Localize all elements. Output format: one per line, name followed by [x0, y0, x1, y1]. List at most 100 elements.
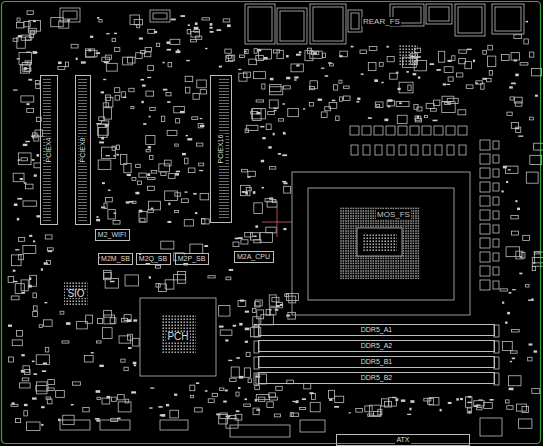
smd-part	[313, 52, 317, 54]
io-connector	[495, 7, 521, 31]
smd-part	[135, 192, 139, 195]
smd-part	[139, 210, 143, 213]
ic-outline	[133, 338, 140, 346]
smd-part	[149, 407, 152, 408]
ic-outline	[86, 50, 97, 57]
smd-part	[186, 60, 189, 61]
smd-part	[62, 341, 69, 343]
smd-part	[515, 200, 517, 202]
smd-part	[39, 325, 42, 328]
smd-part	[34, 174, 37, 176]
smd-part	[424, 116, 427, 118]
ic-outline	[174, 275, 186, 280]
smd-part	[511, 215, 518, 218]
smd-part	[8, 325, 12, 327]
smd-part	[147, 77, 151, 78]
smd-part	[174, 394, 177, 396]
smd-part	[356, 409, 363, 413]
silkscreen-label: MOS_FS	[376, 210, 411, 219]
smd-part	[408, 85, 411, 90]
smd-part	[466, 85, 473, 88]
smd-part	[188, 168, 195, 173]
ic-outline	[104, 315, 115, 324]
io-connector	[348, 10, 362, 32]
smd-part	[509, 292, 512, 294]
smd-part	[133, 362, 137, 364]
ic-outline	[241, 185, 250, 195]
smd-part	[256, 56, 264, 61]
smd-part	[121, 92, 125, 97]
smd-part	[278, 153, 281, 155]
smd-part	[168, 174, 175, 179]
smd-part	[128, 347, 131, 349]
ic-outline	[21, 35, 30, 40]
smd-part	[108, 190, 110, 191]
smd-part	[212, 393, 217, 396]
smd-part	[143, 123, 146, 125]
socket-cavity	[357, 228, 402, 256]
smd-part	[32, 397, 37, 399]
smd-part	[96, 123, 101, 125]
smd-part	[193, 94, 199, 100]
smd-part	[103, 79, 106, 80]
smd-part	[45, 347, 48, 352]
smd-part	[290, 413, 293, 417]
smd-part	[151, 208, 154, 209]
vrm-mosfet	[399, 145, 406, 155]
smd-part	[339, 55, 342, 57]
smd-part	[24, 67, 28, 70]
ic-outline	[104, 310, 112, 317]
smd-part	[66, 322, 71, 325]
smd-part	[244, 49, 248, 53]
smd-part	[507, 112, 512, 115]
smd-part	[13, 89, 17, 90]
smd-part	[233, 242, 239, 247]
pch-chip: PCH	[140, 298, 216, 376]
smd-part	[502, 302, 504, 304]
ic-outline	[305, 51, 313, 61]
vrm-choke	[480, 266, 490, 276]
smd-part	[333, 85, 337, 90]
smd-part	[31, 135, 35, 136]
smd-part	[511, 83, 516, 85]
smd-part	[128, 334, 133, 340]
io-connector	[458, 7, 482, 33]
dimm-slot: DDR5_B2	[258, 372, 495, 384]
ic-outline	[20, 383, 31, 388]
smd-part	[97, 17, 99, 19]
smd-part	[158, 406, 162, 408]
smd-part	[283, 132, 285, 134]
smd-part	[33, 373, 37, 375]
smd-part	[339, 97, 342, 101]
smd-part	[286, 55, 288, 57]
ic-outline	[254, 203, 263, 214]
io-connector	[492, 4, 524, 34]
smd-part	[168, 63, 172, 67]
smd-part	[175, 51, 179, 53]
smd-part	[200, 90, 206, 94]
smd-part	[96, 219, 100, 221]
ic-outline	[18, 153, 31, 165]
smd-part	[193, 193, 197, 195]
ic-outline	[134, 19, 142, 24]
smd-part	[262, 137, 266, 139]
ic-outline	[291, 64, 303, 72]
smd-part	[223, 19, 230, 22]
ic-outline	[530, 155, 542, 164]
smd-part	[374, 79, 378, 82]
smd-part	[98, 318, 103, 323]
m2-slot: M2M_SB	[98, 253, 133, 265]
smd-part	[431, 108, 437, 111]
ic-outline	[487, 56, 495, 66]
smd-part	[216, 413, 220, 415]
smd-part	[185, 191, 188, 192]
vrm-mosfet	[493, 253, 499, 261]
ic-outline	[108, 209, 115, 219]
smd-part	[205, 390, 208, 391]
smd-part	[204, 245, 208, 247]
vrm-mosfet	[493, 239, 499, 247]
smd-part	[17, 198, 22, 200]
smd-part	[71, 404, 74, 405]
smd-part	[458, 110, 466, 115]
ic-outline	[231, 367, 239, 377]
